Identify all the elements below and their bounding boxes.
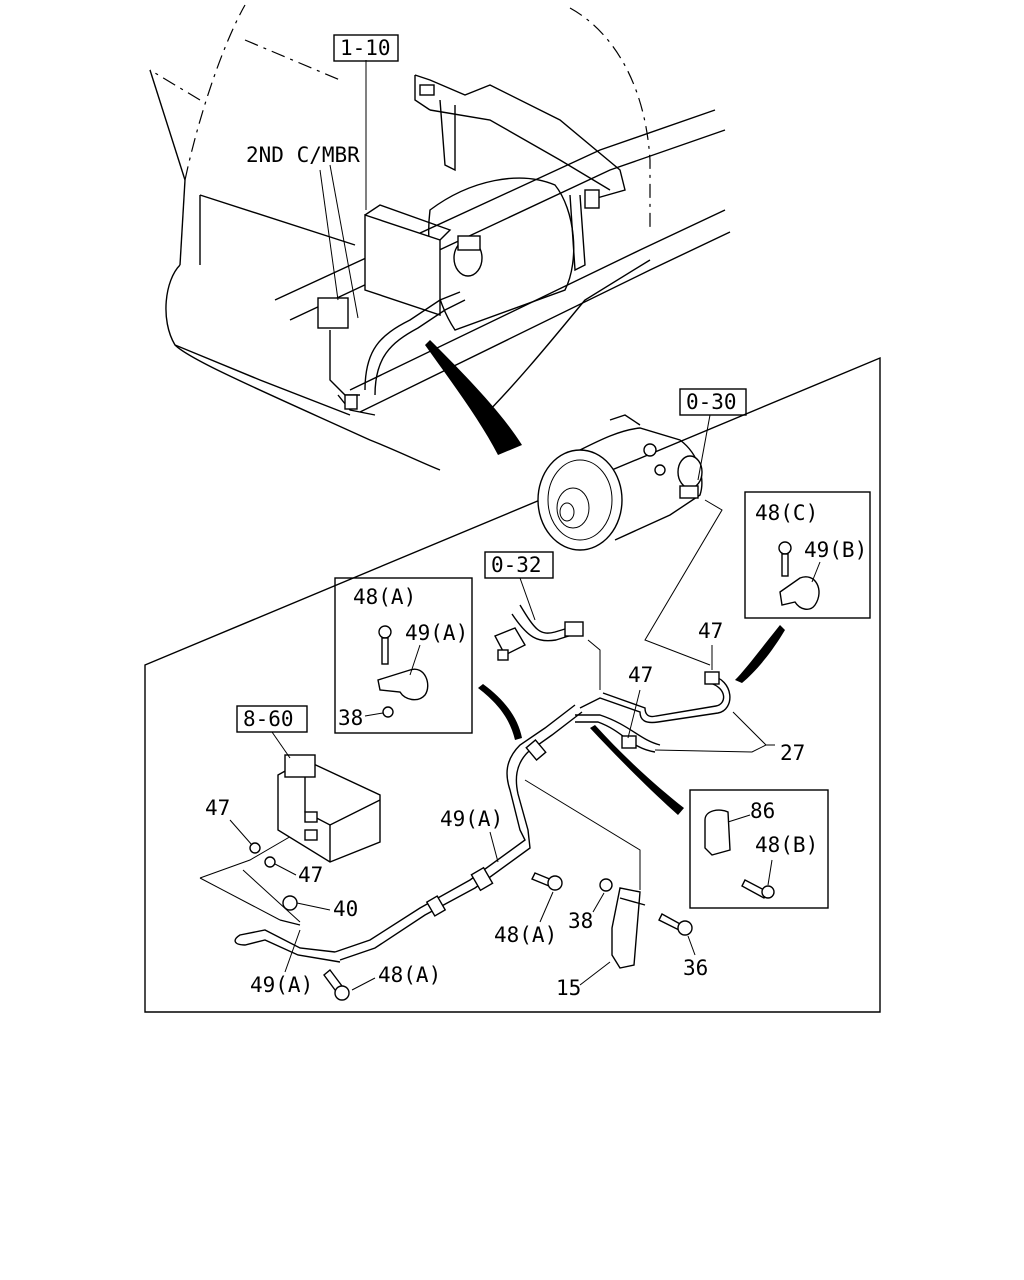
- callout-arrow-86: [590, 725, 684, 815]
- label-48a-mid: 48(A): [494, 923, 557, 947]
- label-47-left: 47: [205, 796, 230, 820]
- ref-box-0-32: [484, 551, 554, 579]
- ref-box-0-30: [679, 388, 747, 416]
- fasteners: [249, 541, 820, 1001]
- ref-box-1-10: [333, 34, 399, 62]
- label-38: 38: [568, 909, 593, 933]
- inset-box-48c-49b: [744, 491, 871, 619]
- ref-label-1-10: 1-10: [340, 36, 391, 60]
- label-48a-inset: 48(A): [353, 585, 416, 609]
- label-47-left2: 47: [298, 863, 323, 887]
- compressor: [537, 414, 703, 551]
- callout-arrow-main: [425, 340, 522, 455]
- label-49a-bottom: 49(A): [250, 973, 313, 997]
- label-40: 40: [333, 897, 358, 921]
- label-48a-bottom: 48(A): [378, 963, 441, 987]
- ref-label-8-60: 8-60: [243, 707, 294, 731]
- ref-label-0-32: 0-32: [491, 553, 542, 577]
- label-49b: 49(B): [804, 538, 867, 562]
- label-47-mid: 47: [628, 663, 653, 687]
- label-48c: 48(C): [755, 501, 818, 525]
- label-48b: 48(B): [755, 833, 818, 857]
- callout-arrow-49a: [478, 684, 522, 740]
- inset-box-48a-49a: [334, 577, 473, 734]
- hoses: [199, 499, 731, 963]
- label-49a-mid: 49(A): [440, 807, 503, 831]
- label-47-top: 47: [698, 619, 723, 643]
- callout-arrow-49b: [735, 625, 785, 683]
- receiver-drier: [277, 754, 381, 863]
- label-49a-inset: 49(A): [405, 621, 468, 645]
- detail-panel: [144, 356, 881, 1013]
- label-27: 27: [780, 741, 805, 765]
- label-38-inset: 38: [338, 706, 363, 730]
- label-15: 15: [556, 976, 581, 1000]
- ref-label-0-30: 0-30: [686, 390, 737, 414]
- label-86: 86: [750, 799, 775, 823]
- cab-frame-illustration: [149, 4, 731, 471]
- inset-box-86-48b: [689, 789, 829, 909]
- label-36: 36: [683, 956, 708, 980]
- label-2nd-cross-member: 2ND C/MBR: [246, 143, 360, 167]
